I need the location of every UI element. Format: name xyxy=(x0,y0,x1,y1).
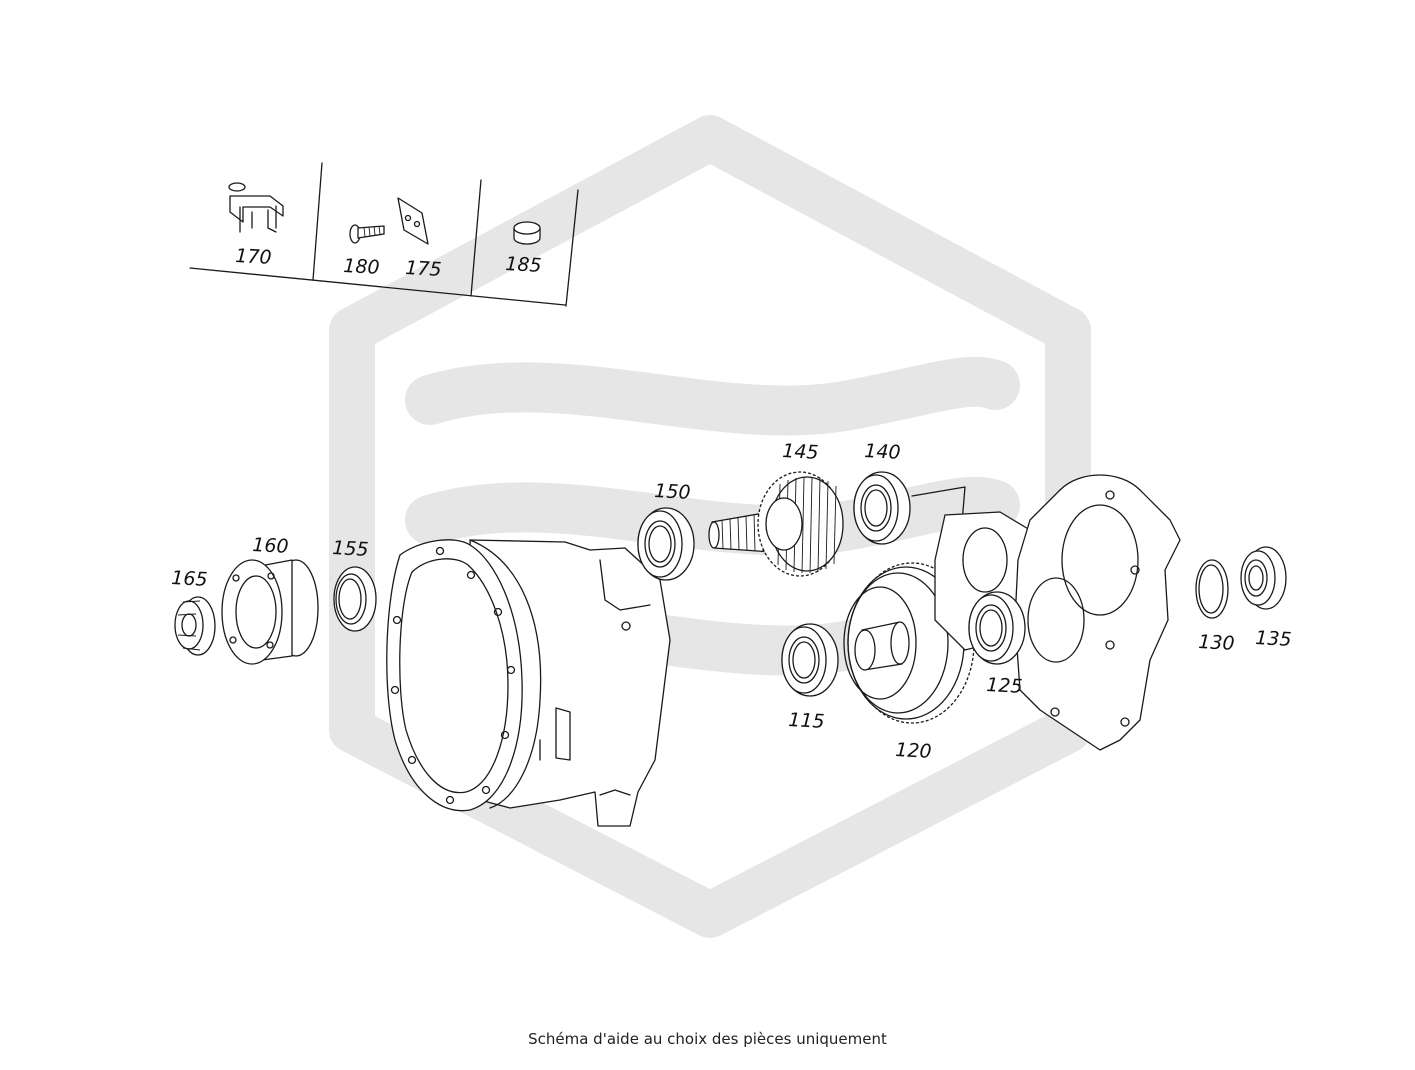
label-120[interactable]: 120 xyxy=(895,739,932,763)
part-165-nut[interactable] xyxy=(174,596,216,656)
label-140[interactable]: 140 xyxy=(864,440,901,464)
label-165[interactable]: 165 xyxy=(171,567,208,591)
part-130-circlip[interactable] xyxy=(1195,559,1229,619)
label-135[interactable]: 135 xyxy=(1255,627,1292,651)
diagram-caption: Schéma d'aide au choix des pièces unique… xyxy=(528,1030,887,1048)
part-185-plug[interactable] xyxy=(513,221,541,245)
part-115-bearing[interactable] xyxy=(781,623,839,697)
housing-front[interactable] xyxy=(386,539,671,827)
part-135-seal[interactable] xyxy=(1240,546,1287,610)
part-160-flange[interactable] xyxy=(221,559,319,665)
label-185[interactable]: 185 xyxy=(505,253,542,277)
label-115[interactable]: 115 xyxy=(788,709,825,733)
label-180[interactable]: 180 xyxy=(343,255,380,279)
part-170-bracket[interactable] xyxy=(228,182,284,233)
label-145[interactable]: 145 xyxy=(782,440,819,464)
part-145-gear-shaft[interactable] xyxy=(708,471,844,577)
part-150-bearing[interactable] xyxy=(637,507,695,581)
label-155[interactable]: 155 xyxy=(332,537,369,561)
part-175-plate[interactable] xyxy=(397,197,429,245)
label-130[interactable]: 130 xyxy=(1198,631,1235,655)
label-160[interactable]: 160 xyxy=(252,534,289,558)
part-125-bearing[interactable] xyxy=(968,591,1026,665)
label-170[interactable]: 170 xyxy=(235,245,272,269)
part-140-bearing[interactable] xyxy=(853,471,911,545)
label-150[interactable]: 150 xyxy=(654,480,691,504)
part-labels: 170 180 175 185 165 160 155 150 145 140 … xyxy=(171,245,1292,763)
small-parts-frame xyxy=(189,162,579,307)
label-125[interactable]: 125 xyxy=(986,674,1023,698)
part-180-screw[interactable] xyxy=(349,224,385,244)
label-175[interactable]: 175 xyxy=(405,257,442,281)
part-155-seal[interactable] xyxy=(333,566,377,632)
